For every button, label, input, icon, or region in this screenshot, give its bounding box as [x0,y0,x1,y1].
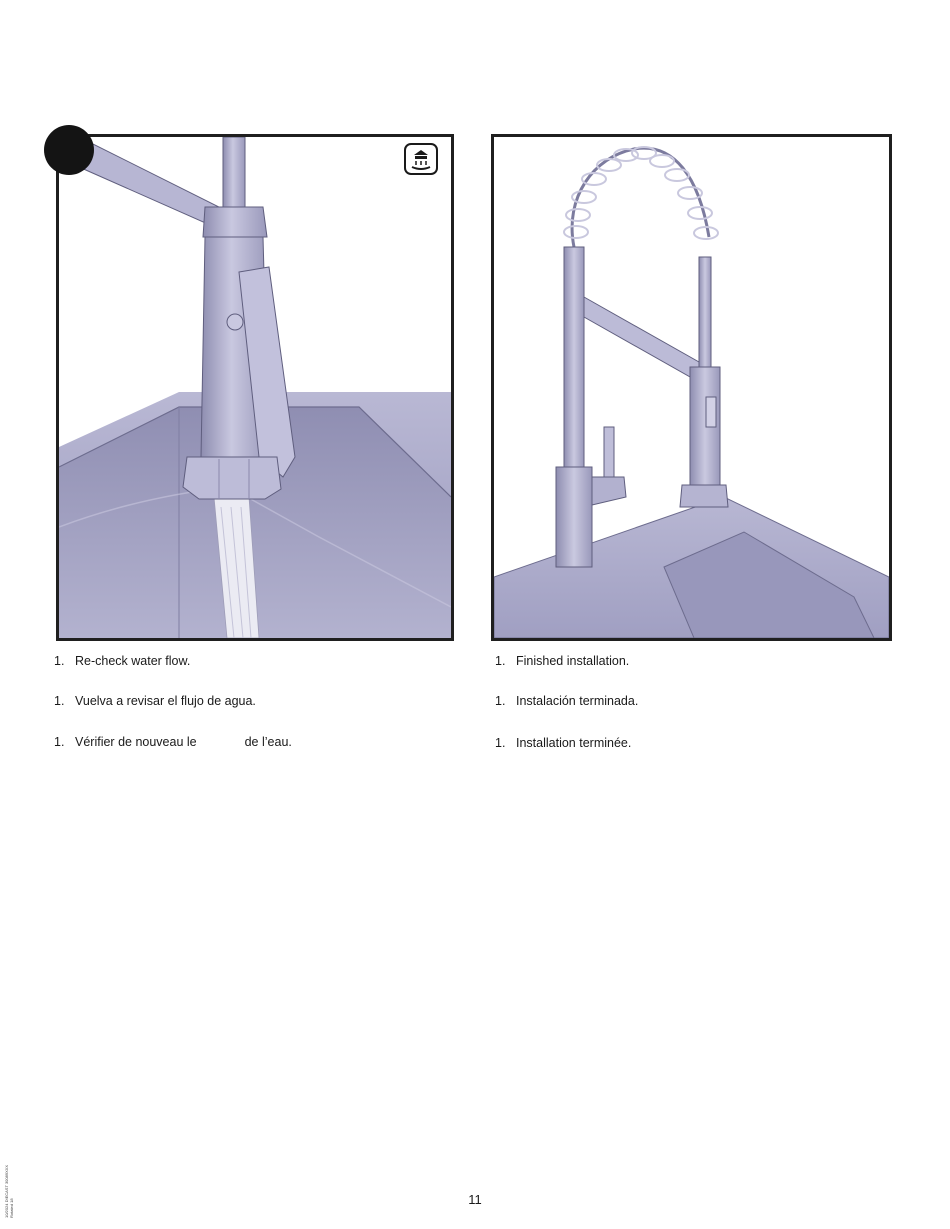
instruction-fr-right: 1.Installation terminée. [495,735,631,751]
instruction-es-right: 1.Instalación terminada. [495,693,638,709]
page-number: 11 [0,1192,950,1207]
faucet-closeup-illustration [59,137,451,638]
document-code: 10/2024 DIECAST 30089XXX Rotated 18 [4,1165,14,1218]
completed-faucet-illustration [494,137,889,638]
instruction-en-left: 1.Re-check water flow. [54,653,190,669]
illustration-finished-installation [491,134,892,641]
instruction-es-left: 1.Vuelva a revisar el flujo de agua. [54,693,256,709]
water-flow-icon [404,143,438,175]
step-number-circle [44,125,94,175]
illustration-recheck-water-flow [56,134,454,641]
instruction-en-right: 1.Finished installation. [495,653,629,669]
